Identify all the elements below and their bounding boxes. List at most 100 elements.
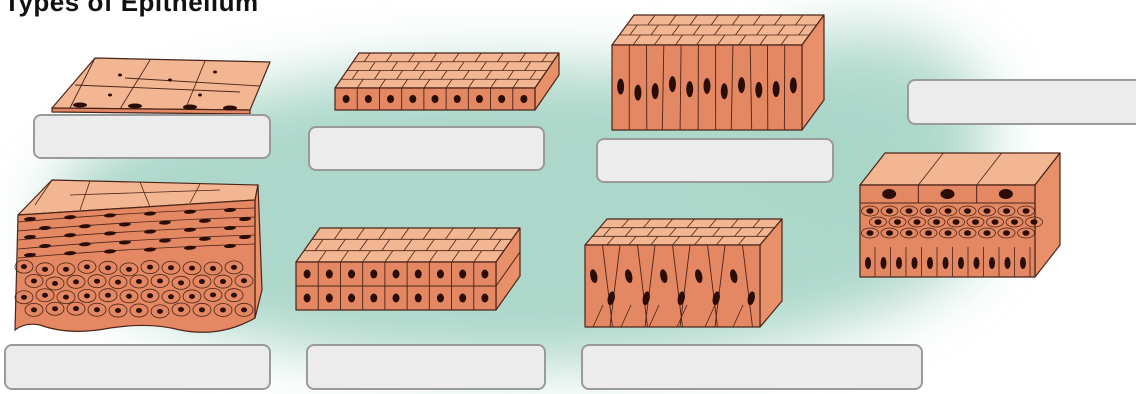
nucleus — [73, 306, 79, 311]
nucleus — [520, 95, 527, 103]
nucleus — [704, 78, 711, 94]
nucleus — [304, 294, 311, 303]
nucleus — [617, 79, 624, 95]
nucleus — [886, 208, 893, 214]
nucleus — [999, 189, 1013, 199]
label-box[interactable] — [581, 344, 923, 390]
nucleus — [415, 294, 422, 303]
label-box[interactable] — [596, 138, 834, 183]
nucleus — [1023, 208, 1030, 214]
nucleus — [168, 294, 174, 299]
nucleus — [886, 230, 893, 236]
nucleus — [393, 270, 400, 279]
nucleus — [220, 307, 226, 312]
nucleus — [459, 294, 466, 303]
nucleus — [1020, 257, 1026, 269]
pseudostratified-columnar-illustration — [585, 219, 782, 327]
nucleus — [437, 270, 444, 279]
nucleus — [953, 219, 960, 225]
nucleus — [199, 279, 205, 284]
nucleus — [984, 230, 991, 236]
nucleus — [927, 257, 933, 269]
nucleus — [52, 281, 58, 286]
nucleus — [147, 265, 153, 270]
nucleus — [912, 257, 918, 269]
nucleus — [459, 270, 466, 279]
nucleus — [393, 294, 400, 303]
label-box[interactable] — [4, 344, 271, 390]
nucleus — [42, 293, 48, 298]
nucleus — [84, 264, 90, 269]
nucleus — [882, 189, 896, 199]
nucleus — [974, 257, 980, 269]
nucleus — [210, 292, 216, 297]
nucleus — [73, 103, 87, 108]
block-top — [860, 153, 1060, 185]
nucleus — [498, 95, 505, 103]
nucleus — [865, 257, 871, 269]
nucleus — [168, 79, 172, 82]
nucleus — [481, 294, 488, 303]
nucleus — [31, 307, 37, 312]
nucleus — [914, 219, 921, 225]
nucleus — [481, 270, 488, 279]
nucleus — [115, 280, 121, 285]
nucleus — [894, 219, 901, 225]
nucleus — [755, 82, 762, 98]
simple-columnar-illustration — [612, 15, 824, 130]
nucleus — [348, 270, 355, 279]
nucleus — [105, 265, 111, 270]
nucleus — [108, 94, 112, 97]
label-box[interactable] — [306, 344, 546, 390]
simple-squamous-illustration — [52, 58, 270, 114]
nucleus — [773, 81, 780, 97]
label-box[interactable] — [308, 126, 545, 171]
nucleus — [989, 257, 995, 269]
nucleus — [906, 230, 913, 236]
nucleus — [454, 95, 461, 103]
strat-squamous-front — [15, 200, 255, 332]
nucleus — [1031, 219, 1038, 225]
simple-cuboidal-illustration — [335, 53, 559, 110]
nucleus — [178, 307, 184, 312]
nucleus — [21, 264, 27, 269]
nucleus — [231, 293, 237, 298]
nucleus — [105, 293, 111, 298]
nucleus — [875, 219, 882, 225]
nucleus — [84, 293, 90, 298]
stratified-squamous-illustration — [15, 180, 262, 332]
label-box[interactable] — [907, 79, 1136, 125]
nucleus — [157, 309, 163, 314]
nucleus — [387, 95, 394, 103]
nucleus — [118, 74, 122, 77]
nucleus — [178, 280, 184, 285]
nucleus — [126, 294, 132, 299]
nucleus — [437, 294, 444, 303]
nucleus — [790, 77, 797, 93]
nucleus — [1003, 230, 1010, 236]
nucleus — [906, 208, 913, 214]
nucleus — [925, 208, 932, 214]
nucleus — [128, 104, 142, 109]
nucleus — [415, 270, 422, 279]
nucleus — [365, 95, 372, 103]
nucleus — [189, 266, 195, 271]
nucleus — [370, 294, 377, 303]
nucleus — [867, 230, 874, 236]
squamous-sheet-top — [52, 58, 270, 110]
nucleus — [476, 95, 483, 103]
label-box[interactable] — [33, 114, 271, 159]
nucleus — [157, 278, 163, 283]
block-top — [585, 219, 782, 245]
nucleus — [241, 278, 247, 283]
strat-squamous-side — [255, 185, 262, 318]
nucleus — [147, 293, 153, 298]
nucleus — [867, 208, 874, 214]
nucleus — [326, 294, 333, 303]
nucleus — [652, 83, 659, 99]
nucleus — [210, 266, 216, 271]
nucleus — [168, 265, 174, 270]
nucleus — [686, 81, 693, 97]
nucleus — [992, 219, 999, 225]
